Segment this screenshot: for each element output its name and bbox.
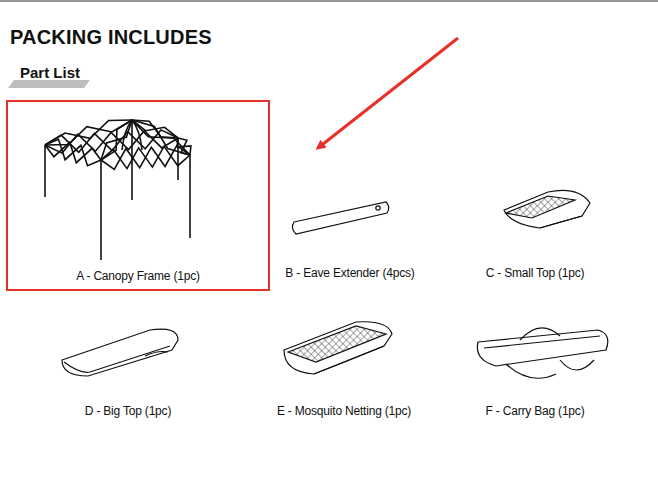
top-rule — [0, 1, 658, 2]
pointer-arrow — [318, 38, 458, 148]
part-caption: B - Eave Extender (4pcs) — [231, 266, 469, 280]
small-top-drawing — [504, 190, 590, 228]
section-heading: Part List — [20, 64, 80, 81]
big-top-drawing — [62, 329, 178, 376]
part-caption: D - Big Top (1pc) — [9, 404, 247, 418]
part-caption: E - Mosquito Netting (1pc) — [225, 404, 463, 418]
canopy-frame-drawing — [45, 120, 191, 260]
highlight-box: A - Canopy Frame (1pc) — [6, 100, 270, 291]
part-caption: F - Carry Bag (1pc) — [416, 404, 654, 418]
page-title: PACKING INCLUDES — [10, 26, 212, 49]
eave-extender-drawing — [292, 202, 388, 234]
part-caption: A - Canopy Frame (1pc) — [8, 269, 268, 283]
carry-bag-drawing — [477, 328, 607, 378]
mosquito-netting-drawing — [284, 322, 392, 374]
part-caption: C - Small Top (1pc) — [416, 266, 654, 280]
subtitle-swoosh — [8, 80, 90, 88]
